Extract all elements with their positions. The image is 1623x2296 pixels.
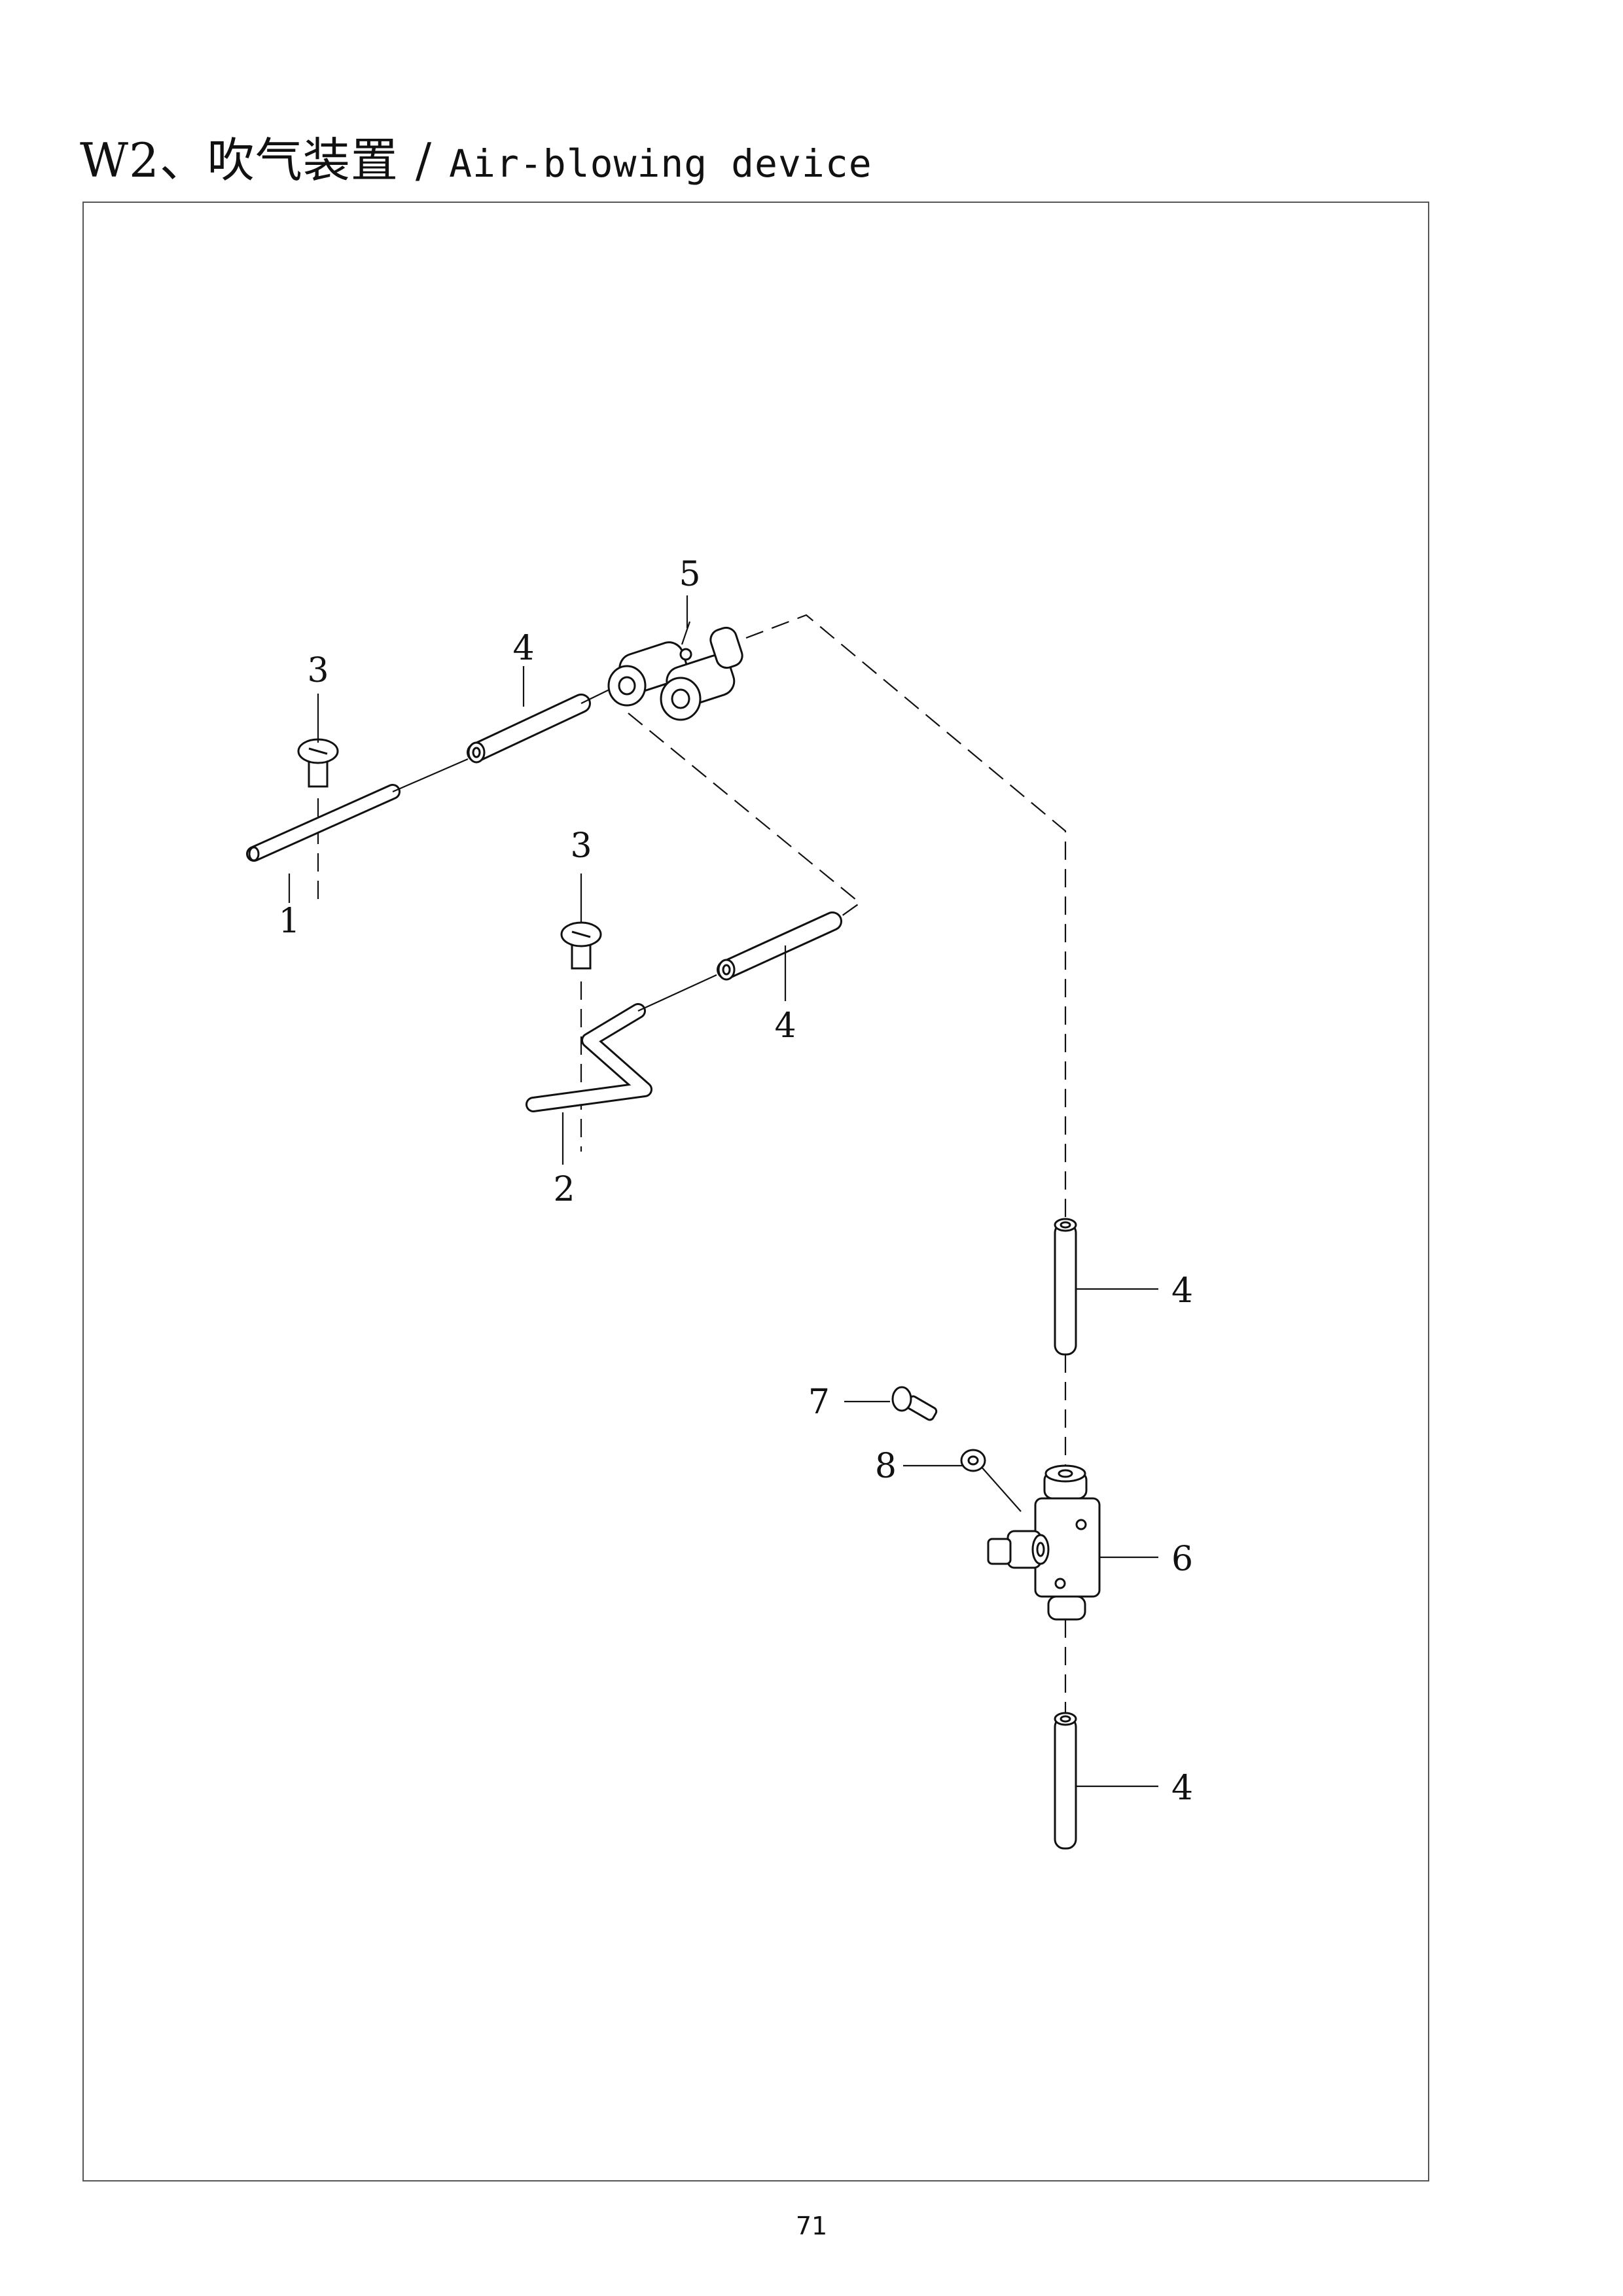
section-code: W2、 — [80, 133, 207, 188]
callout-8: 8 — [875, 1447, 897, 1486]
callout-2: 2 — [553, 1170, 575, 1209]
part-3-screw-lower — [560, 921, 602, 970]
part-8-washer — [960, 1449, 986, 1472]
callout-4-vertical-lower: 4 — [1171, 1769, 1193, 1808]
callout-4-vertical-upper: 4 — [1171, 1271, 1193, 1311]
callout-3-lower: 3 — [570, 826, 592, 866]
page-title: W2、吹气装置 / Air-blowing device — [80, 122, 872, 190]
callout-1: 1 — [278, 902, 300, 941]
assembly-dashed-lines — [317, 614, 1067, 1714]
page-number: 71 — [795, 2212, 828, 2240]
title-en: Air-blowing device — [449, 141, 872, 186]
part-6-t-valve — [987, 1464, 1101, 1621]
diagram-frame — [82, 202, 1429, 2181]
part-7-screw — [891, 1386, 938, 1421]
title-separator: / — [415, 133, 433, 188]
callout-4-middle: 4 — [774, 1006, 796, 1046]
part-4-tube-vertical-upper — [1054, 1218, 1077, 1356]
part-4-tube-middle — [717, 911, 842, 981]
callout-7: 7 — [808, 1383, 830, 1422]
callout-3-upper: 3 — [307, 651, 329, 690]
part-5-y-connector — [607, 621, 743, 721]
callout-4-upper: 4 — [512, 629, 534, 668]
title-cn: 吹气装置 — [207, 133, 399, 188]
callout-6: 6 — [1171, 1540, 1193, 1579]
callout-5: 5 — [679, 555, 700, 594]
part-3-screw-upper — [297, 738, 339, 788]
callout-leader-lines — [288, 595, 1158, 1788]
part-2-bent-air-pipe — [526, 974, 717, 1112]
part-4-tube-upper — [467, 688, 613, 764]
part-1-straight-air-pipe — [246, 758, 469, 862]
part-4-tube-vertical-lower — [1054, 1712, 1077, 1850]
